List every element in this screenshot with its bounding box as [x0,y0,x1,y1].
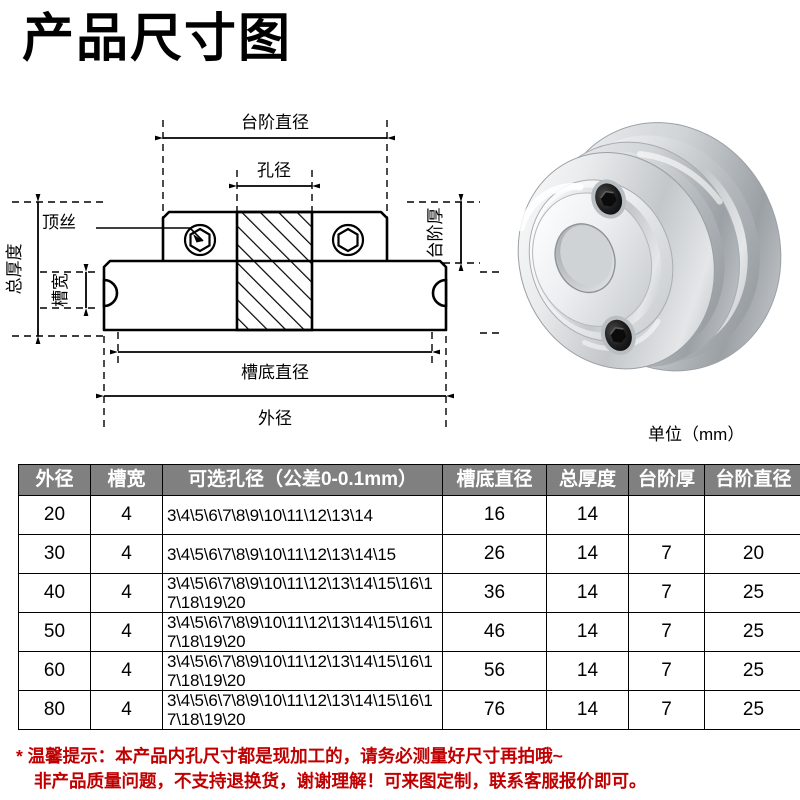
cell-step-thickness: 7 [628,612,705,652]
table-row: 20 4 3\4\5\6\7\8\9\10\11\12\13\14 16 14 [18,495,800,535]
cell-bore-options: 3\4\5\6\7\8\9\10\11\12\13\14\15\16\17\18… [162,690,443,730]
label-set-screw: 顶丝 [42,213,76,232]
set-screw-leader-arrow [193,234,203,243]
pulley-3d-body [517,122,782,372]
cell-groove-bottom-diameter: 56 [442,651,547,691]
cell-total-thickness: 14 [546,690,629,730]
label-step-thickness: 台阶厚 [426,208,445,259]
label-bore-diameter: 孔径 [257,161,291,180]
note-line-2: 非产品质量问题，不支持退换货，谢谢理解！可来图定制，联系客服报价即可。 [34,771,647,791]
cell-step-thickness: 7 [628,534,705,574]
page-title: 产品尺寸图 [22,10,293,68]
cell-groove-width: 4 [90,612,163,652]
table-row: 50 4 3\4\5\6\7\8\9\10\11\12\13\14\15\16\… [18,612,800,652]
unit-label: 单位（mm） [648,425,745,444]
cell-step-thickness: 7 [628,573,705,613]
cell-total-thickness: 14 [546,534,629,574]
cell-groove-bottom-diameter: 76 [442,690,547,730]
header-step-diameter: 台阶直径 [704,464,800,496]
label-total-thickness: 总厚度 [5,244,24,295]
cell-step-thickness: 7 [628,651,705,691]
cell-step-diameter: 25 [704,690,800,730]
cell-outer-diameter: 80 [18,690,91,730]
header-total-thickness: 总厚度 [546,464,629,496]
product-photo [480,65,800,425]
v-groove-notches [102,278,448,308]
cell-step-diameter [704,495,800,535]
cell-outer-diameter: 40 [18,573,91,613]
cell-groove-bottom-diameter: 16 [442,495,547,535]
cell-bore-options: 3\4\5\6\7\8\9\10\11\12\13\14\15\16\17\18… [162,573,443,613]
cell-total-thickness: 14 [546,612,629,652]
header-groove-bottom-diameter: 槽底直径 [442,464,547,496]
set-screw-right [331,223,365,257]
cell-step-diameter: 20 [704,534,800,574]
cell-outer-diameter: 60 [18,651,91,691]
cell-bore-options: 3\4\5\6\7\8\9\10\11\12\13\14 [162,495,443,535]
cell-total-thickness: 14 [546,495,629,535]
table-row: 60 4 3\4\5\6\7\8\9\10\11\12\13\14\15\16\… [18,651,800,691]
table-row: 80 4 3\4\5\6\7\8\9\10\11\12\13\14\15\16\… [18,690,800,730]
cell-step-diameter: 25 [704,651,800,691]
set-screw-upper [591,179,627,219]
cell-groove-width: 4 [90,690,163,730]
set-screw-lower [600,315,636,355]
cell-bore-options: 3\4\5\6\7\8\9\10\11\12\13\14\15 [162,534,443,574]
header-step-thickness: 台阶厚 [628,464,705,496]
header-groove-width: 槽宽 [90,464,163,496]
cell-outer-diameter: 30 [18,534,91,574]
table-row: 30 4 3\4\5\6\7\8\9\10\11\12\13\14\15 26 … [18,534,800,574]
photo-centerline-stubs [480,271,502,334]
label-step-diameter: 台阶直径 [241,113,309,132]
table-header-row: 外径 槽宽 可选孔径（公差0-0.1mm） 槽底直径 总厚度 台阶厚 台阶直径 [18,464,800,496]
cell-bore-options: 3\4\5\6\7\8\9\10\11\12\13\14\15\16\17\18… [162,612,443,652]
cell-groove-bottom-diameter: 26 [442,534,547,574]
header-bore-options: 可选孔径（公差0-0.1mm） [162,464,443,496]
header-outer-diameter: 外径 [18,464,91,496]
table-row: 40 4 3\4\5\6\7\8\9\10\11\12\13\14\15\16\… [18,573,800,613]
bore-section-hatch [235,210,314,332]
note-line-1: * 温馨提示：本产品内孔尺寸都是现加工的，请务必测量好尺寸再拍哦~ [16,746,563,766]
cell-total-thickness: 14 [546,651,629,691]
cell-groove-bottom-diameter: 46 [442,612,547,652]
cell-groove-width: 4 [90,495,163,535]
cell-groove-bottom-diameter: 36 [442,573,547,613]
footer-notes: * 温馨提示：本产品内孔尺寸都是现加工的，请务必测量好尺寸再拍哦~ 非产品质量问… [16,744,647,794]
cell-step-thickness: 7 [628,690,705,730]
dimension-lines [35,135,464,399]
cell-groove-width: 4 [90,573,163,613]
cell-total-thickness: 14 [546,573,629,613]
label-outer-diameter: 外径 [258,409,292,428]
specification-table: 外径 槽宽 可选孔径（公差0-0.1mm） 槽底直径 总厚度 台阶厚 台阶直径 … [18,464,800,730]
cell-groove-width: 4 [90,534,163,574]
cell-groove-width: 4 [90,651,163,691]
cell-outer-diameter: 20 [18,495,91,535]
cell-step-thickness [628,495,705,535]
set-screw-leader-line [96,227,204,242]
cell-step-diameter: 25 [704,573,800,613]
cell-bore-options: 3\4\5\6\7\8\9\10\11\12\13\14\15\16\17\18… [162,651,443,691]
cell-outer-diameter: 50 [18,612,91,652]
label-groove-width: 槽宽 [51,273,70,307]
cell-step-diameter: 25 [704,612,800,652]
label-groove-bottom-diameter: 槽底直径 [241,363,309,382]
cross-section-drawing: 台阶直径 孔径 顶丝 总厚度 槽宽 台阶厚 槽底直径 外径 [0,100,500,440]
